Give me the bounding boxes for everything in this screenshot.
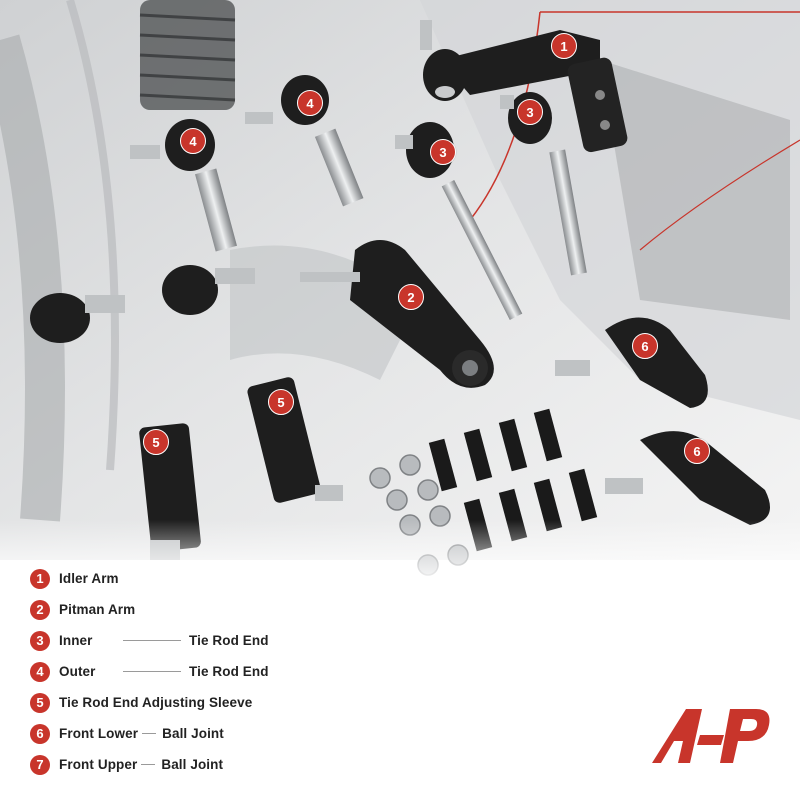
legend-label: Pitman Arm: [59, 602, 136, 617]
legend-number: 4: [30, 661, 50, 682]
part-badge-5b: 5: [268, 389, 294, 415]
legend-label: Idler Arm: [59, 571, 119, 586]
legend-item-idler-arm: 1 Idler Arm: [30, 563, 450, 594]
legend-label-b: Tie Rod End: [189, 664, 269, 679]
part-badge-6b: 6: [684, 438, 710, 464]
part-badge-4a: 4: [180, 128, 206, 154]
legend-number: 6: [30, 723, 50, 744]
legend-item-pitman-arm: 2 Pitman Arm: [30, 594, 450, 625]
ap-logo-icon: [652, 705, 772, 765]
part-badge-1: 1: [551, 33, 577, 59]
legend-item-inner-tie-rod: 3 Inner Tie Rod End: [30, 625, 450, 656]
part-badge-6a: 6: [632, 333, 658, 359]
legend-label-b: Tie Rod End: [189, 633, 269, 648]
part-badge-4b: 4: [297, 90, 323, 116]
legend-item-outer-tie-rod: 4 Outer Tie Rod End: [30, 656, 450, 687]
part-badge-3a: 3: [430, 139, 456, 165]
legend-number: 1: [30, 568, 50, 589]
legend-label: Tie Rod End Adjusting Sleeve: [59, 695, 253, 710]
legend-number: 5: [30, 692, 50, 713]
legend-connector: [142, 733, 157, 734]
legend-number: 2: [30, 599, 50, 620]
ball-joint-part-a: [30, 265, 255, 343]
legend-label-b: Ball Joint: [162, 726, 224, 741]
pitman-arm-part: [300, 240, 494, 388]
legend-item-front-upper-ball-joint: 7 Front Upper Ball Joint: [30, 749, 450, 780]
legend-number: 3: [30, 630, 50, 651]
legend-item-adjusting-sleeve: 5 Tie Rod End Adjusting Sleeve: [30, 687, 450, 718]
legend-label-a: Inner: [59, 633, 93, 648]
legend-connector: [123, 640, 181, 641]
legend-number: 7: [30, 754, 50, 775]
part-badge-2: 2: [398, 284, 424, 310]
front-lower-ball-joint-part-a: [555, 317, 708, 408]
part-badge-3b: 3: [517, 99, 543, 125]
part-badge-5a: 5: [143, 429, 169, 455]
idler-arm-part: [420, 20, 628, 153]
legend-item-front-lower-ball-joint: 6 Front Lower Ball Joint: [30, 718, 450, 749]
legend-label-b: Ball Joint: [161, 757, 224, 772]
adjusting-sleeve-part-b: [247, 377, 343, 503]
parts-legend: 1 Idler Arm 2 Pitman Arm 3 Inner Tie Rod…: [30, 563, 450, 780]
legend-connector: [123, 671, 181, 672]
legend-connector: [141, 764, 156, 765]
legend-label-a: Front Upper: [59, 757, 138, 772]
front-lower-ball-joint-part-b: [605, 431, 770, 525]
legend-label-a: Front Lower: [59, 726, 139, 741]
legend-label-a: Outer: [59, 664, 96, 679]
